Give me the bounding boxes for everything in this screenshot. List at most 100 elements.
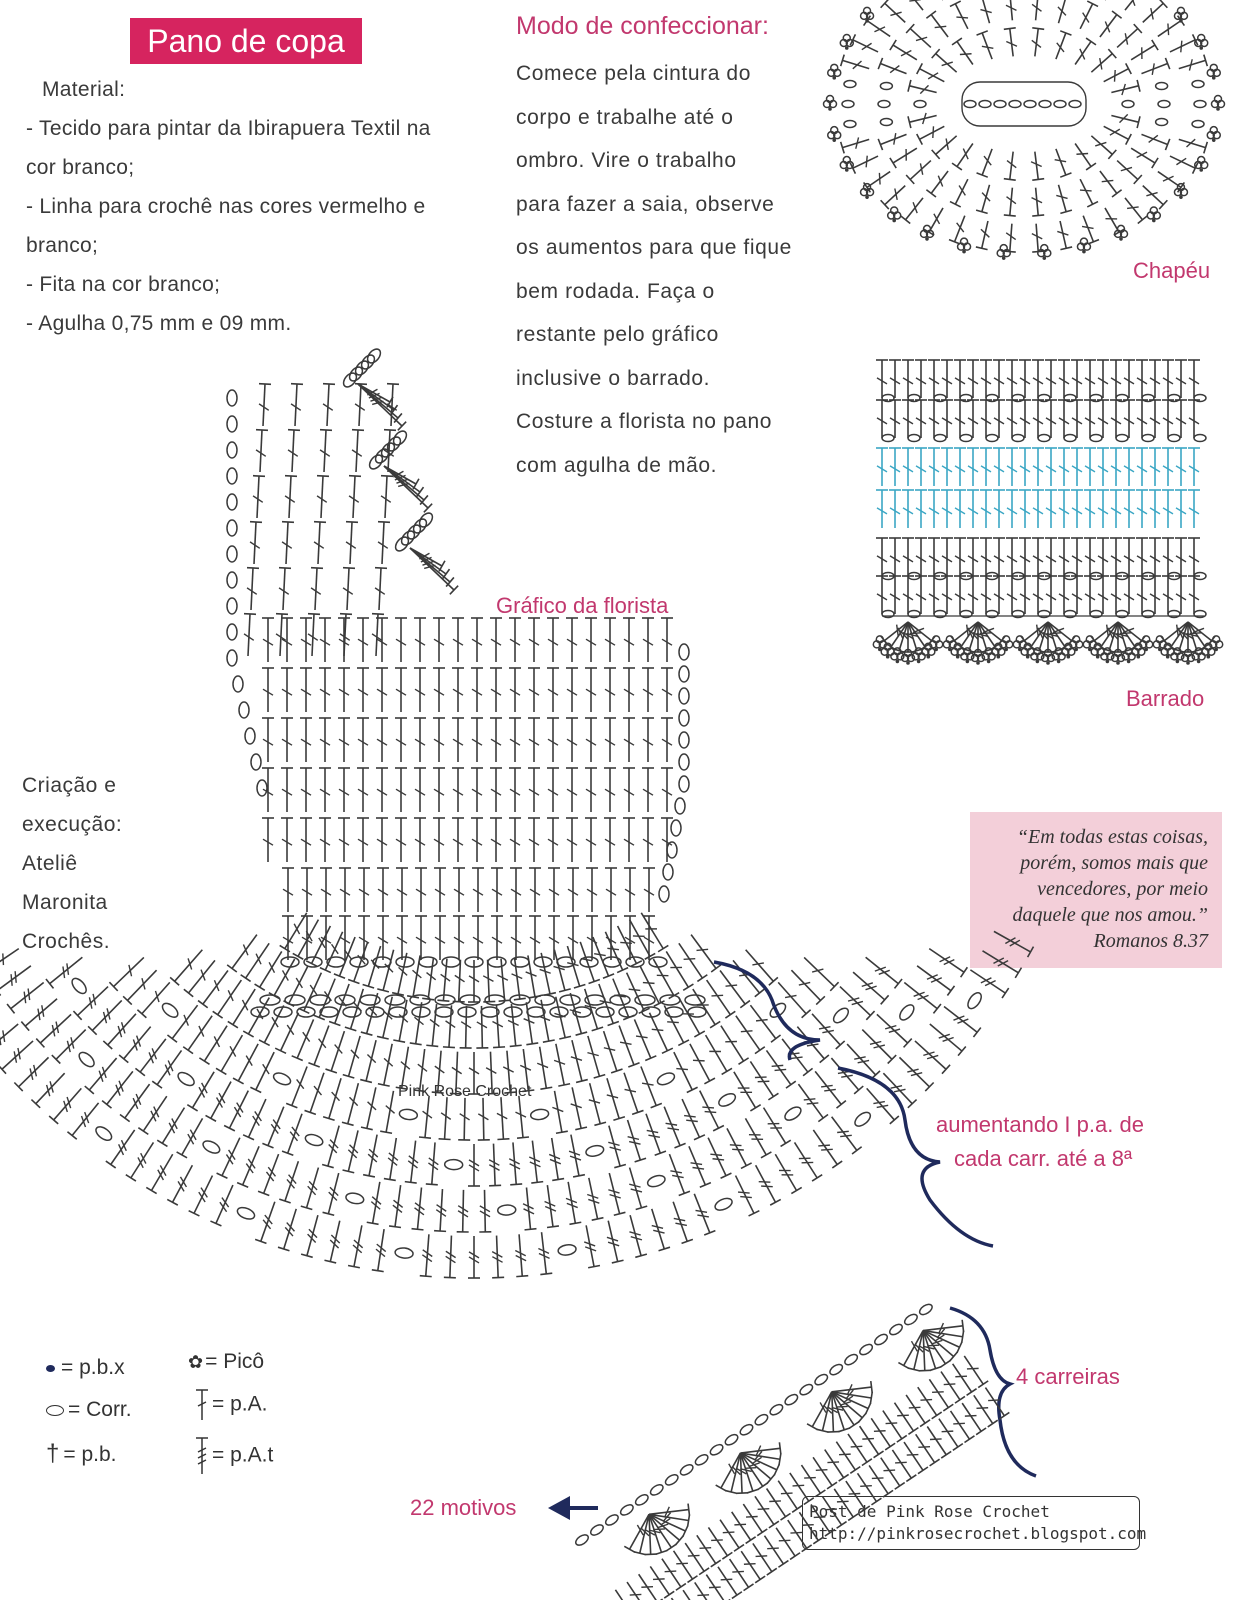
stitch-slash (51, 1024, 56, 1037)
stitch-post (856, 1472, 878, 1502)
stitch-post (922, 1330, 926, 1371)
stitch-slash (885, 1422, 898, 1425)
chain-stitch (784, 1106, 802, 1121)
stitch-slash (570, 1103, 582, 1109)
stitch-top (851, 1146, 863, 1155)
stitch-slash (729, 1144, 742, 1147)
stitch-post (968, 621, 979, 651)
stitch-top (760, 1151, 772, 1159)
stitch-post (608, 1172, 621, 1215)
stitch-post (673, 1051, 693, 1091)
stitch-post (919, 125, 945, 141)
stitch-slash (922, 1345, 935, 1350)
stitch-post (141, 981, 171, 1015)
stitch-post (821, 1496, 843, 1526)
stitch-post (650, 1208, 666, 1250)
stitch-slash (861, 982, 874, 988)
picot-dot (865, 195, 869, 199)
stitch-post (367, 945, 382, 987)
chain-stitch (985, 393, 999, 403)
chain-stitch (903, 1313, 918, 1326)
stitch-top (817, 1113, 829, 1123)
stitch-top (972, 1027, 982, 1038)
picot-dot (1119, 237, 1123, 241)
stitch-top (425, 1183, 438, 1186)
stitch-slash (1110, 465, 1122, 473)
stitch-post (690, 934, 717, 969)
stitch-top (1191, 34, 1199, 46)
stitch-slash (117, 1025, 123, 1038)
stitch-slash (876, 465, 888, 473)
stitch-post (215, 1184, 234, 1224)
stitch-slash (319, 788, 331, 796)
stitch-post (922, 1330, 947, 1365)
stitch-top (434, 1229, 447, 1233)
stitch-slash (1035, 624, 1039, 637)
stitch-top (575, 1126, 588, 1131)
chain-stitch (829, 125, 839, 135)
stitch-post (961, 1402, 982, 1432)
stitch-slash (874, 26, 886, 33)
stitch-slash (106, 1008, 111, 1020)
chain-stitch (1040, 243, 1049, 253)
double-crochet-icon (196, 1389, 208, 1420)
stitch-top (573, 983, 586, 989)
instructions-line: corpo e trabalhe até o (516, 105, 734, 129)
stitch-slash (538, 1252, 550, 1259)
stitch-slash (967, 417, 979, 425)
stitch-slash (840, 1134, 852, 1138)
stitch-slash (941, 555, 953, 563)
barrado-label: Barrado (1126, 686, 1205, 711)
stitch-post (648, 1012, 669, 1052)
chain-stitch (480, 1006, 500, 1018)
stitch-top (836, 1099, 847, 1109)
stitch-slash (752, 962, 764, 966)
stitch-slash (281, 970, 289, 981)
stitch-post (1100, 621, 1119, 648)
stitch-slash (1188, 465, 1200, 473)
stitch-slash (570, 1056, 583, 1061)
quote-line: “Em todas estas coisas, (1016, 826, 1208, 848)
chain-stitch (556, 956, 576, 968)
stitch-slash (902, 593, 914, 601)
stitch-top (137, 1127, 149, 1136)
stitch-slash (177, 1181, 185, 1192)
stitch-post (922, 1330, 937, 1369)
stitch-slash (374, 587, 386, 595)
stitch-post (35, 1072, 66, 1105)
stitch-slash (967, 377, 979, 385)
stitch-slash (939, 956, 951, 963)
chain-stitch (1037, 433, 1051, 443)
stitch-slash (376, 788, 388, 796)
stitch-post (306, 1214, 319, 1256)
stitch-top (877, 138, 884, 151)
stitch-post (232, 988, 256, 1026)
stitch-top (341, 1121, 354, 1127)
chain-stitch (687, 1006, 707, 1018)
stitch-post (884, 185, 906, 206)
stitch-slash (301, 888, 313, 896)
stitch-post (91, 999, 123, 1032)
stitch-post (570, 1134, 580, 1176)
stitch-slash (322, 403, 334, 411)
stitch-slash (837, 1130, 849, 1134)
stitch-post (323, 429, 327, 473)
stitch-slash (213, 979, 220, 992)
legend-pb-text: = p.b. (63, 1443, 117, 1466)
stitch-slash (997, 960, 1009, 967)
stitch-slash (884, 1024, 897, 1030)
stitch-post (728, 1558, 750, 1588)
stitch-post (949, 1410, 971, 1440)
stitch-slash (1084, 507, 1096, 515)
chain-stitch (933, 609, 947, 619)
stitch-slash (642, 638, 654, 646)
stitch-post (623, 1072, 639, 1113)
stitch-slash (895, 1461, 907, 1464)
stitch-top (898, 1361, 910, 1370)
chain-stitch (1141, 635, 1151, 644)
stitch-slash (522, 1203, 534, 1210)
stitch-slash (1030, 161, 1042, 168)
stitch-top (274, 1047, 287, 1055)
stitch-top (873, 1450, 884, 1459)
stitch-slash (927, 72, 939, 80)
